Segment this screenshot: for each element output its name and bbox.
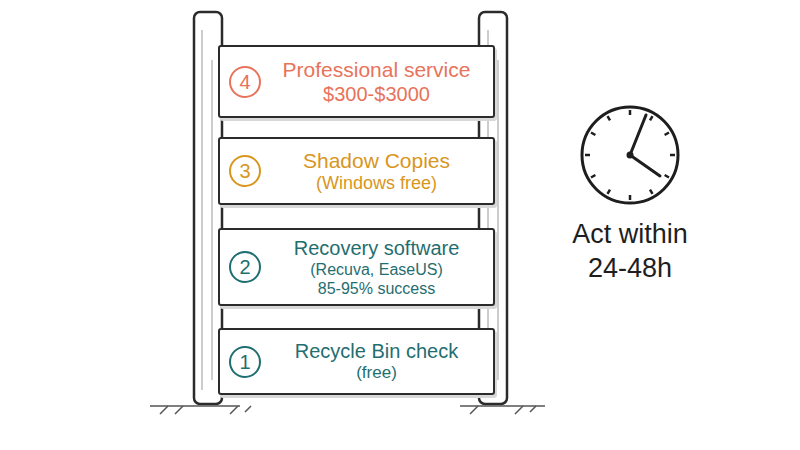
step-number-circle: 2	[229, 251, 261, 283]
clock-ticks	[585, 110, 675, 200]
step-text-group: Recycle Bin check(free)	[266, 330, 487, 393]
hour-hand	[630, 155, 660, 176]
step-number: 1	[239, 350, 250, 374]
wood-grain	[202, 30, 203, 390]
step-detail: (free)	[356, 363, 397, 383]
step-board: Recovery software(Recuva, EaseUS)85-95% …	[218, 228, 495, 306]
step-board: Professional service$300-$3000 4	[218, 45, 495, 118]
step-board: Shadow Copies(Windows free) 3	[218, 137, 495, 205]
step-number-circle: 3	[229, 155, 261, 187]
step-text-group: Recovery software(Recuva, EaseUS)85-95% …	[266, 230, 487, 304]
step-title: Recovery software	[294, 236, 460, 260]
clock-tick	[585, 154, 590, 157]
clock-icon	[582, 107, 678, 203]
ground-line	[150, 405, 545, 407]
wood-grain	[498, 60, 499, 380]
clock-center	[627, 152, 634, 159]
step-detail: (Recuva, EaseUS)	[310, 260, 443, 279]
ground-hatching	[150, 406, 545, 414]
clock-tick	[608, 116, 611, 120]
step-number-circle: 1	[229, 346, 261, 378]
step-title: Professional service	[283, 57, 471, 82]
step-number: 2	[239, 255, 250, 279]
clock-tick	[629, 110, 632, 115]
clock-tick	[665, 133, 669, 136]
step-title: Recycle Bin check	[295, 339, 458, 363]
clock-face	[582, 107, 678, 203]
step-board: Recycle Bin check(free) 1	[218, 328, 495, 395]
wood-grain	[212, 60, 213, 380]
step-text-group: Shadow Copies(Windows free)	[266, 139, 487, 203]
time-note: Act within 24-48h	[560, 218, 700, 286]
step-detail: $300-$3000	[323, 82, 430, 106]
clock-tick	[591, 175, 595, 178]
step-number: 4	[239, 70, 250, 94]
ground-tick	[160, 406, 536, 414]
step-number: 3	[239, 159, 250, 183]
ladder-posts	[194, 12, 507, 404]
clock-tick	[591, 133, 595, 136]
clock-tick	[650, 190, 653, 194]
clock-tick	[665, 175, 669, 178]
step-number-circle: 4	[229, 66, 261, 98]
clock-tick	[629, 195, 632, 200]
clock-tick	[608, 190, 611, 194]
step-detail: 85-95% success	[318, 279, 435, 298]
clock-tick	[650, 116, 653, 120]
step-title: Shadow Copies	[303, 148, 450, 173]
step-detail: (Windows free)	[316, 173, 437, 195]
step-text-group: Professional service$300-$3000	[266, 47, 487, 116]
clock-tick	[670, 154, 675, 157]
minute-hand	[630, 115, 646, 155]
